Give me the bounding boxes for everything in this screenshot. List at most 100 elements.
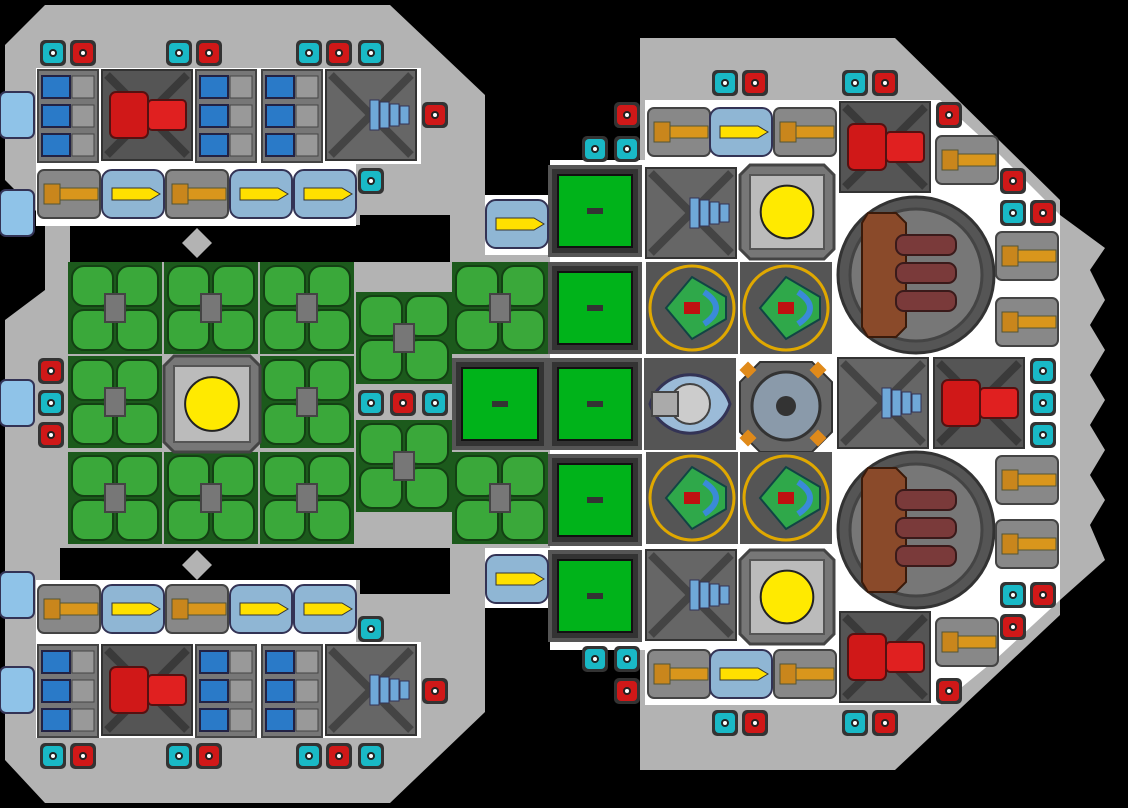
turret — [935, 135, 999, 185]
cyan-port — [712, 70, 738, 96]
red-port — [326, 743, 352, 769]
turret — [709, 107, 773, 157]
reactor-core — [738, 548, 836, 646]
red-port — [936, 678, 962, 704]
drone-bay — [740, 452, 832, 544]
thruster — [0, 549, 737, 641]
fuel-tank — [68, 452, 162, 544]
cyan-port — [358, 743, 384, 769]
red-port — [936, 102, 962, 128]
red-port — [422, 102, 448, 128]
turret — [37, 169, 101, 219]
thruster — [101, 69, 193, 161]
storage-block — [548, 358, 642, 450]
storage-block — [548, 262, 642, 354]
storage-block — [452, 358, 548, 450]
cyan-port — [842, 70, 868, 96]
fuel-tank — [260, 262, 354, 354]
red-port — [70, 40, 96, 66]
red-port — [614, 102, 640, 128]
fuel-tank — [356, 292, 452, 384]
cyan-port — [842, 710, 868, 736]
turret — [293, 169, 357, 219]
red-port — [326, 40, 352, 66]
fuel-tank — [260, 356, 354, 448]
cyan-port — [40, 743, 66, 769]
thruster — [0, 644, 417, 736]
red-port — [1000, 614, 1026, 640]
cyan-port — [422, 390, 448, 416]
turret — [101, 169, 165, 219]
storage-block — [548, 165, 642, 257]
fuel-tank — [68, 356, 162, 448]
turret — [293, 584, 357, 634]
cyan-port — [296, 40, 322, 66]
cyan-port — [1030, 358, 1056, 384]
storage-block — [195, 644, 257, 738]
fuel-tank — [164, 262, 258, 354]
turret — [165, 169, 229, 219]
heavy-cannon — [836, 195, 996, 355]
turret — [229, 584, 293, 634]
cyan-port — [358, 616, 384, 642]
cyan-port — [1000, 582, 1026, 608]
red-port — [1000, 168, 1026, 194]
thruster — [839, 101, 931, 193]
cyan-port — [358, 390, 384, 416]
cyan-port — [1030, 422, 1056, 448]
cyan-port — [614, 136, 640, 162]
cyan-port — [712, 710, 738, 736]
cyan-port — [40, 40, 66, 66]
red-port — [38, 358, 64, 384]
cyan-port — [614, 646, 640, 672]
red-port — [196, 743, 222, 769]
red-port — [872, 70, 898, 96]
cyan-port — [166, 40, 192, 66]
cyan-port — [1030, 390, 1056, 416]
cyan-port — [582, 646, 608, 672]
turret — [101, 584, 165, 634]
turret — [995, 231, 1059, 281]
turret — [485, 554, 549, 604]
fuel-tank — [260, 452, 354, 544]
storage-block — [261, 644, 323, 738]
turret — [229, 169, 293, 219]
fuel-tank — [452, 262, 548, 354]
turret — [995, 455, 1059, 505]
turret — [995, 297, 1059, 347]
cyan-port — [296, 743, 322, 769]
cyan-port — [166, 743, 192, 769]
red-port — [872, 710, 898, 736]
reactor-core — [739, 361, 833, 453]
thruster — [933, 357, 1025, 449]
thruster — [0, 69, 417, 161]
turret — [935, 617, 999, 667]
thruster — [839, 611, 931, 703]
red-port — [70, 743, 96, 769]
turret — [647, 649, 711, 699]
reactor-core — [162, 354, 262, 454]
storage-block — [548, 550, 642, 642]
red-port — [614, 678, 640, 704]
turret — [647, 107, 711, 157]
red-port — [422, 678, 448, 704]
cyan-port — [358, 40, 384, 66]
turret — [165, 584, 229, 634]
cyan-port — [1000, 200, 1026, 226]
cyan-port — [582, 136, 608, 162]
hull-marker — [182, 550, 212, 580]
red-port — [196, 40, 222, 66]
turret — [773, 649, 837, 699]
hull-marker — [182, 228, 212, 258]
red-port — [390, 390, 416, 416]
red-port — [742, 710, 768, 736]
turret — [773, 107, 837, 157]
storage-block — [195, 69, 257, 163]
cyan-port — [358, 168, 384, 194]
fuel-tank — [68, 262, 162, 354]
storage-block — [37, 644, 99, 738]
turret — [995, 519, 1059, 569]
drone-bay — [646, 262, 738, 354]
